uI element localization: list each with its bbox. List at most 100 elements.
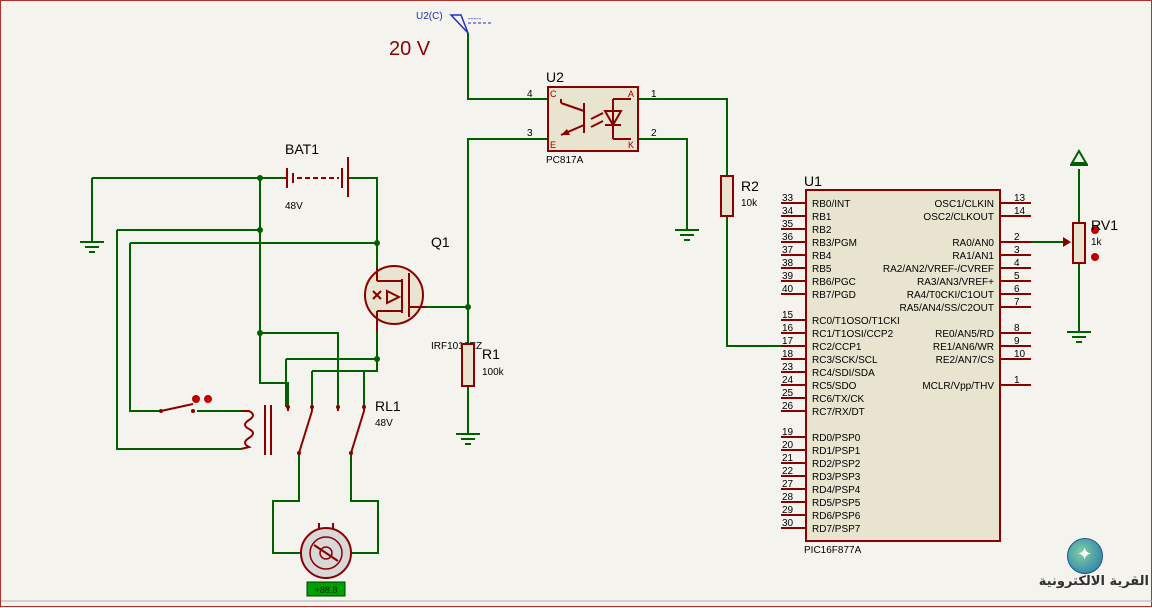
mcu-pin-label: RB3/PGM [812,238,857,249]
mcu-pin-label: RD5/PSP5 [812,498,861,509]
resistor-r2[interactable]: R2 10k [720,175,759,217]
wires [91,33,1080,554]
mcu-pin-number: 37 [782,245,794,256]
mosfet-part: IRF1010EZ [431,341,482,352]
mcu-pin-label: RB4 [812,251,832,262]
battery-value: 48V [285,201,303,212]
ground-symbols [80,229,1091,445]
mcu-pin-number: 38 [782,258,794,269]
supply-terminal[interactable]: U2(C) ----- [416,11,493,34]
mcu-pin-number: 20 [782,440,794,451]
mcu-pin-label: RD1/PSP1 [812,446,861,457]
mcu-ref: U1 [804,173,822,189]
dc-motor[interactable]: +88.8 [300,523,352,597]
mcu-pin-number: 30 [782,518,794,529]
mcu-pin-label: RB2 [812,225,832,236]
supply-voltage-label: 20 V [389,38,431,60]
mcu-pin-label: RD0/PSP0 [812,433,861,444]
mcu-pin-number: 7 [1014,297,1020,308]
mcu-pin-number: 25 [782,388,794,399]
power-rail-icon [1070,149,1088,166]
mcu-pin-number: 14 [1014,206,1026,217]
mcu-pin-label: RC4/SDI/SDA [812,368,875,379]
opto-pin-3-number: 3 [527,128,533,139]
optocoupler-u2[interactable]: C E A K 4 3 1 2 U2 PC817A [527,69,657,166]
mcu-pin-number: 13 [1014,193,1026,204]
mcu-pin-number: 6 [1014,284,1020,295]
r1-value: 100k [482,367,505,378]
motor-readout: +88.8 [315,585,338,595]
relay-ref: RL1 [375,398,401,414]
watermark-text: القرية الالكترونية [1038,574,1149,589]
ground-icon [1067,331,1091,343]
opto-ref: U2 [546,69,564,85]
mcu-pin-number: 34 [782,206,794,217]
mcu-pin-number: 19 [782,427,794,438]
watermark-logo: ✦ [1067,538,1103,574]
mcu-pin-number: 33 [782,193,794,204]
mcu-pin-number: 21 [782,453,794,464]
mosfet-ref: Q1 [431,234,450,250]
mcu-pin-label: RC1/T1OSI/CCP2 [812,329,894,340]
mcu-pin-label: RB6/PGC [812,277,856,288]
ground-icon [456,433,480,445]
mcu-pin-label: RC5/SDO [812,381,857,392]
mcu-pin-number: 15 [782,310,794,321]
mcu-pin-number: 27 [782,479,794,490]
mcu-pin-label: RA5/AN4/SS/C2OUT [900,303,994,314]
mcu-pin-label: OSC2/CLKOUT [923,212,994,223]
mcu-pin-number: 18 [782,349,794,360]
opto-part: PC817A [546,155,584,166]
opto-pin-e-label: E [550,140,556,150]
mcu-pin-label: RB1 [812,212,832,223]
mcu-pin-label: RB0/INT [812,199,850,210]
opto-pin-2-number: 2 [651,128,657,139]
mcu-pin-number: 39 [782,271,794,282]
battery-bat1[interactable]: BAT1 48V [284,141,349,212]
supply-terminal-label: U2(C) [416,11,443,22]
mcu-pin-number: 23 [782,362,794,373]
mosfet-q1[interactable]: Q1 IRF1010EZ [364,234,482,352]
mcu-pin-number: 16 [782,323,794,334]
opto-pin-4-number: 4 [527,89,533,100]
mcu-pin-number: 28 [782,492,794,503]
mcu-pin-label: RD3/PSP3 [812,472,861,483]
relay-rl1[interactable]: RL1 48V [159,395,401,455]
mcu-pin-label: RD2/PSP2 [812,459,861,470]
mcu-pin-number: 8 [1014,323,1020,334]
mcu-pin-label: MCLR/Vpp/THV [922,381,994,392]
mcu-pin-number: 9 [1014,336,1020,347]
globe-icon: ✦ [1077,544,1093,565]
mcu-pin-number: 40 [782,284,794,295]
ground-icon [675,229,699,241]
mcu-u1[interactable]: 33RB0/INT34RB135RB236RB3/PGM37RB438RB539… [781,173,1031,556]
r2-value: 10k [741,198,758,209]
mcu-pin-label: RA1/AN1 [952,251,994,262]
mcu-pin-label: RB5 [812,264,832,275]
mcu-part: PIC16F877A [804,545,862,556]
mcu-pin-number: 36 [782,232,794,243]
opto-pin-c-label: C [550,89,557,99]
mcu-pin-label: RE2/AN7/CS [936,355,995,366]
opto-pin-1-number: 1 [651,89,657,100]
mcu-pin-number: 26 [782,401,794,412]
mcu-pin-label: RD4/PSP4 [812,485,861,496]
mcu-pin-label: RE0/AN5/RD [935,329,994,340]
mcu-pin-number: 35 [782,219,794,230]
opto-pin-k-label: K [628,140,634,150]
ground-icon [80,241,104,253]
potentiometer-rv1[interactable]: RV1 1k [1063,217,1118,264]
mcu-pin-label: RC6/TX/CK [812,394,865,405]
mcu-pin-label: RC0/T1OSO/T1CKI [812,316,900,327]
junction-dots [257,175,471,362]
mcu-pin-label: RD6/PSP6 [812,511,861,522]
mcu-pin-number: 3 [1014,245,1020,256]
mcu-pin-label: RD7/PSP7 [812,524,861,535]
resistor-r1[interactable]: R1 100k [461,343,505,387]
mcu-pin-number: 24 [782,375,794,386]
mcu-pin-number: 1 [1014,375,1020,386]
mcu-pin-label: RC2/CCP1 [812,342,862,353]
pot-value: 1k [1091,237,1103,248]
